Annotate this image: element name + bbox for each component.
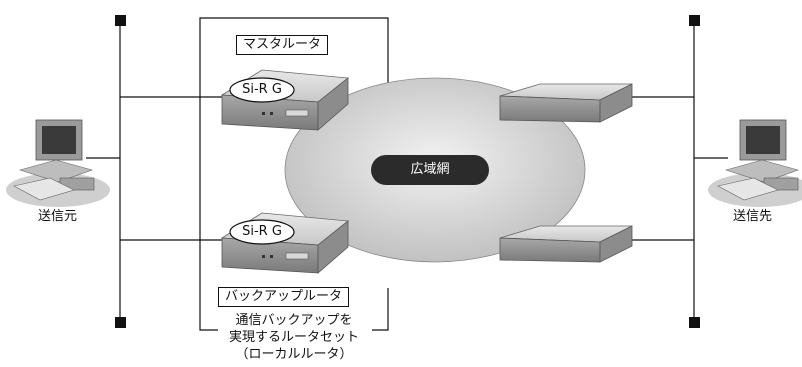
left-lan-segment (86, 15, 232, 328)
right-lan-top-terminator (689, 15, 700, 26)
wan-cloud (284, 77, 586, 263)
backup-router-device (220, 212, 350, 274)
router-set-caption-line1: 通信バックアップを (235, 313, 353, 328)
destination-computer-icon (708, 119, 802, 207)
left-lan-bottom-terminator (115, 317, 126, 328)
wan-label: 広域網 (410, 162, 450, 177)
router-model-label-bottom: Si-R G (242, 224, 282, 239)
router-set-frame (199, 17, 389, 331)
destination-label: 送信先 (733, 209, 773, 224)
remote-router-top (499, 83, 633, 123)
backup-router-label: バックアップルータ (218, 287, 350, 307)
router-model-oval-bottom (229, 219, 295, 245)
router-model-label-top: Si-R G (242, 82, 282, 97)
source-label: 送信元 (38, 209, 78, 224)
wan-label-pill (371, 155, 489, 185)
router-model-oval-top (229, 77, 295, 103)
remote-router-bottom (499, 225, 633, 263)
router-set-caption-line3: （ローカルルータ） (235, 347, 353, 362)
right-lan-bottom-terminator (689, 317, 700, 328)
source-computer-icon (6, 119, 110, 207)
router-set-caption-line2: 実現するルータセット (228, 330, 359, 345)
right-lan-segment (632, 15, 728, 328)
master-router-label: マスタルータ (236, 35, 329, 55)
left-lan-top-terminator (115, 15, 126, 26)
